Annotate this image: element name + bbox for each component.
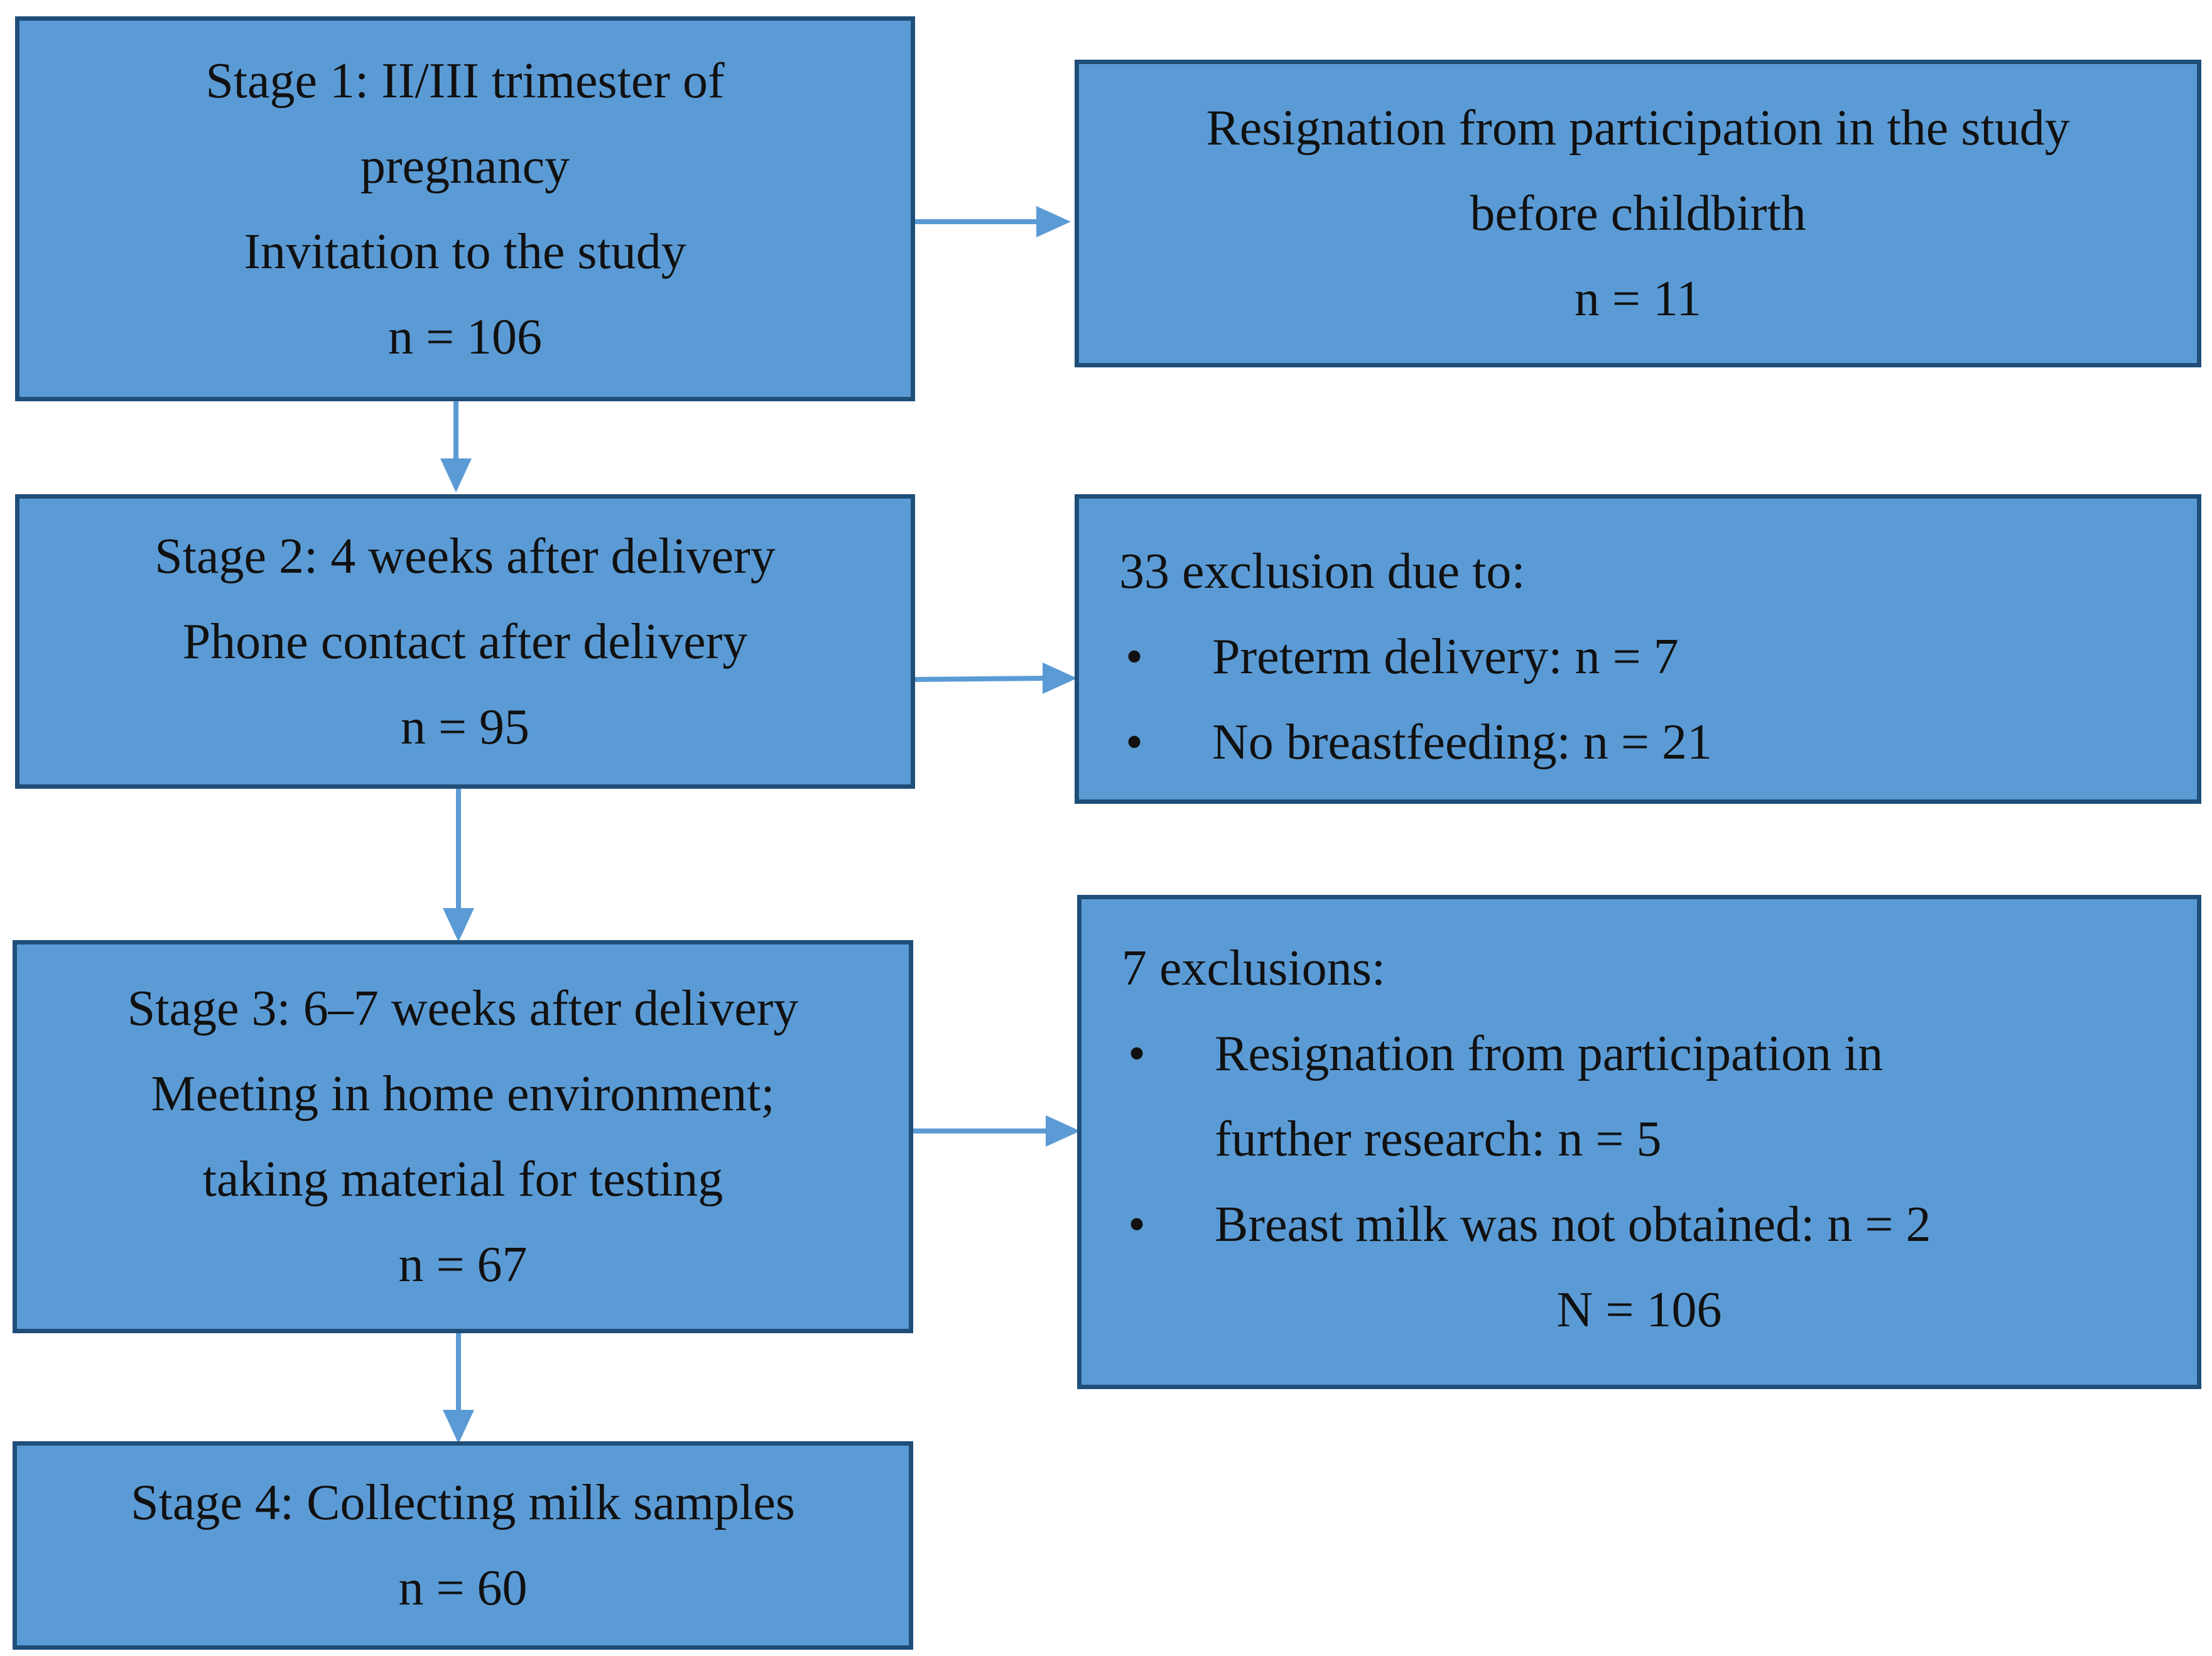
bullet-icon: •: [1128, 1197, 1146, 1252]
exclusion7-total: N = 106: [1556, 1282, 1722, 1338]
stage3-count: n = 67: [398, 1237, 528, 1292]
stage3-box: Stage 3: 6–7 weeks after delivery Meetin…: [13, 940, 913, 1333]
resignation-before-birth-box: Resignation from participation in the st…: [1075, 60, 2201, 367]
stage2-count: n = 95: [400, 699, 530, 755]
exclusion33-list: • Preterm delivery: n = 7 • No breastfee…: [1119, 614, 2197, 785]
stage1-count: n = 106: [388, 309, 543, 365]
list-item: • Breast milk was not obtained: n = 2: [1122, 1182, 2197, 1267]
arrow-stage2-to-exclusion33: [913, 663, 1077, 694]
bullet-icon: •: [1128, 1026, 1146, 1081]
stage4-count: n = 60: [398, 1561, 528, 1616]
exclusion7-item-resignation-line-2: further research: n = 5: [1215, 1112, 1662, 1167]
stage1-line-2: pregnancy: [360, 138, 570, 194]
stage3-line-3: taking material for testing: [202, 1152, 724, 1207]
list-item: • Preterm delivery: n = 7: [1119, 614, 2197, 700]
exclusion7-box: 7 exclusions: • Resignation from partici…: [1077, 895, 2201, 1389]
list-item: • No breastfeeding: n = 21: [1119, 700, 2197, 785]
stage2-box: Stage 2: 4 weeks after delivery Phone co…: [15, 494, 915, 789]
exclusion33-box: 33 exclusion due to: • Preterm delivery:…: [1075, 494, 2201, 804]
stage1-box: Stage 1: II/III trimester of pregnancy I…: [15, 16, 915, 401]
exclusion7-item-resignation-line-1: Resignation from participation in: [1215, 1026, 1884, 1081]
arrow-stage2-to-stage3: [443, 787, 474, 942]
exclusion7-list: • Resignation from participation in furt…: [1122, 1011, 2197, 1267]
stage3-line-2: Meeting in home environment;: [151, 1066, 775, 1122]
exclusion7-heading: 7 exclusions:: [1122, 941, 1385, 996]
arrow-stage1-to-stage2: [440, 400, 472, 492]
exclusion33-heading: 33 exclusion due to:: [1119, 544, 1526, 599]
resignation-line-1: Resignation from participation in the st…: [1206, 100, 2070, 156]
resignation-line-2: before childbirth: [1470, 186, 1806, 241]
bullet-icon: •: [1125, 715, 1144, 770]
exclusion7-item-milk-not-obtained: Breast milk was not obtained: n = 2: [1215, 1197, 1931, 1252]
stage2-line-2: Phone contact after delivery: [182, 614, 748, 669]
stage3-line-1: Stage 3: 6–7 weeks after delivery: [127, 981, 799, 1036]
arrow-stage3-to-stage4: [443, 1332, 474, 1444]
stage1-line-1: Stage 1: II/III trimester of: [205, 53, 725, 109]
arrow-stage3-to-exclusion7: [912, 1115, 1080, 1147]
stage2-line-1: Stage 2: 4 weeks after delivery: [155, 528, 776, 584]
list-item: • Resignation from participation in furt…: [1122, 1011, 2197, 1182]
stage4-line-1: Stage 4: Collecting milk samples: [131, 1475, 795, 1530]
stage1-line-3: Invitation to the study: [244, 224, 686, 279]
stage4-box: Stage 4: Collecting milk samples n = 60: [13, 1441, 913, 1650]
exclusion33-item-preterm: Preterm delivery: n = 7: [1212, 629, 1679, 685]
arrow-stage1-to-resignation: [914, 206, 1071, 237]
bullet-icon: •: [1125, 629, 1144, 685]
exclusion33-item-no-breastfeeding: No breastfeeding: n = 21: [1212, 715, 1713, 770]
resignation-count: n = 11: [1574, 271, 1702, 327]
